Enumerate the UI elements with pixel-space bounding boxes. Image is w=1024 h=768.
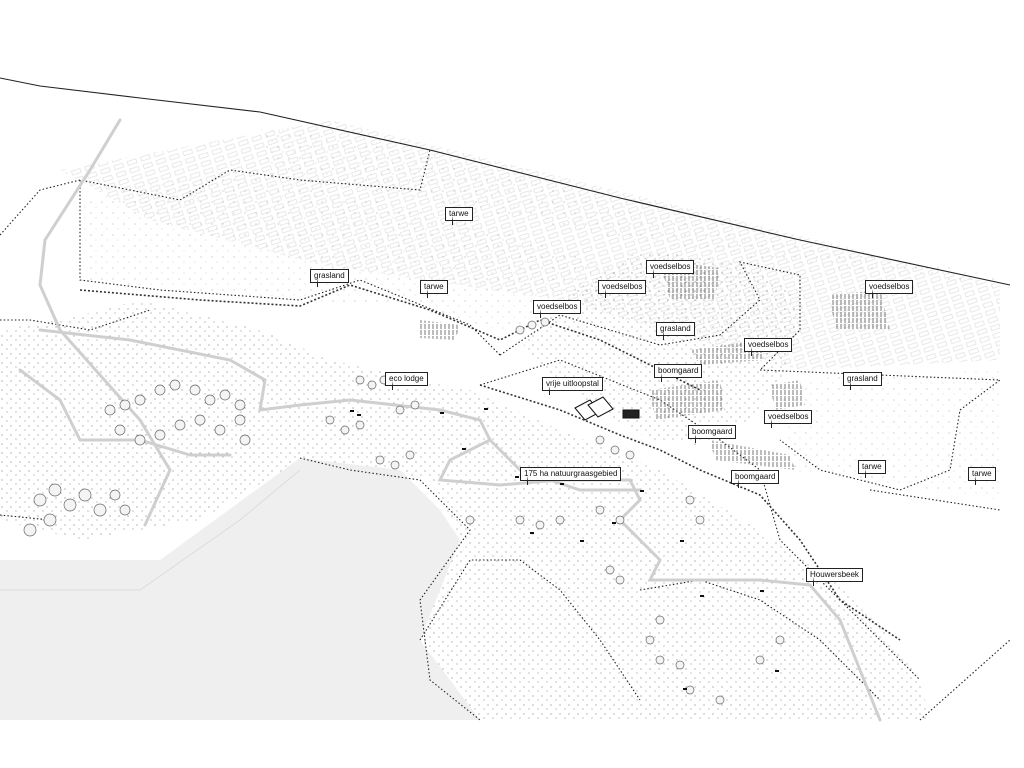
label-boomgaard: boomgaard <box>688 425 737 443</box>
orchard-blocks <box>420 260 890 470</box>
label-grasland: grasland <box>310 269 349 287</box>
label-voedselbos: voedselbos <box>764 410 813 428</box>
label-voedselbos: voedselbos <box>598 280 647 298</box>
label-voedselbos: voedselbos <box>646 260 695 278</box>
label-tarwe: tarwe <box>968 467 996 485</box>
label-tarwe: tarwe <box>445 207 473 225</box>
stable-buildings <box>574 396 640 421</box>
label-voedselbos: voedselbos <box>744 338 793 356</box>
tree-clusters <box>23 317 785 705</box>
label-boomgaard: boomgaard <box>654 364 703 382</box>
label-voedselbos: voedselbos <box>533 300 582 318</box>
label-vrije-uitloopstal: vrije uitloopstal <box>542 377 603 395</box>
label-tarwe: tarwe <box>420 280 448 298</box>
outer-boundary <box>0 77 1011 286</box>
label-grasland: grasland <box>656 322 695 340</box>
label-tarwe: tarwe <box>858 460 886 478</box>
label-grasland: grasland <box>843 372 882 390</box>
label-eco-lodge: eco lodge <box>385 372 428 390</box>
roads <box>18 118 882 722</box>
grazing-animals <box>350 408 779 690</box>
label-houwersbeek: Houwersbeek <box>806 568 863 586</box>
label-natuurgraasgebied: 175 ha natuurgraasgebied <box>520 467 622 485</box>
label-boomgaard: boomgaard <box>731 470 780 488</box>
terrain-stipple <box>0 125 1000 720</box>
water-body <box>0 458 480 720</box>
label-voedselbos: voedselbos <box>865 280 914 298</box>
